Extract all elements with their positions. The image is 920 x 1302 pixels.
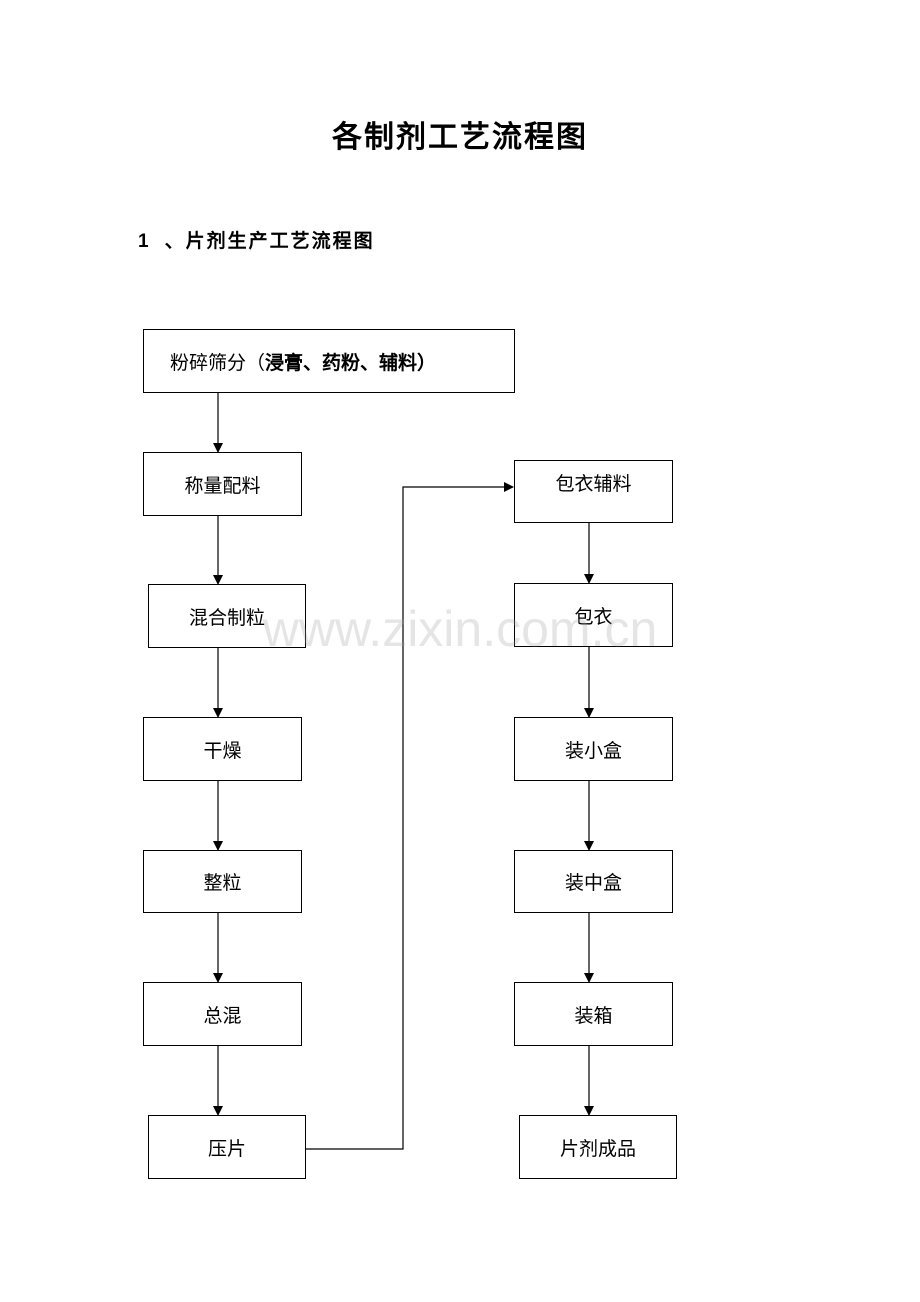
step-label-finished-tablets: 片剂成品 bbox=[559, 1137, 636, 1160]
step-box-drying: 干燥 bbox=[143, 717, 302, 781]
step-label-weighing: 称量配料 bbox=[184, 474, 261, 497]
section-heading: 1 、片剂生产工艺流程图 bbox=[138, 226, 375, 253]
step-label-sizing: 整粒 bbox=[203, 872, 242, 894]
step-box-coating: 包衣 bbox=[514, 583, 673, 647]
step-box-weighing: 称量配料 bbox=[143, 452, 302, 516]
step-label-medium-box-packing: 装中盒 bbox=[564, 872, 622, 894]
step-label-small-box-packing: 装小盒 bbox=[564, 739, 622, 762]
step-box-small-box-packing: 装小盒 bbox=[514, 717, 673, 781]
section-number: 1 bbox=[138, 231, 151, 252]
step-label-tableting: 压片 bbox=[207, 1137, 246, 1160]
step-box-crushing-sieving: 粉碎筛分（浸膏、药粉、辅料） bbox=[143, 329, 515, 393]
step-label-crushing-sieving: 粉碎筛分（ bbox=[170, 351, 266, 374]
arrow-s7-s8 bbox=[306, 482, 514, 1150]
step-label-final-mixing: 总混 bbox=[203, 1004, 242, 1027]
step-box-sizing: 整粒 bbox=[143, 850, 302, 913]
step-label-drying: 干燥 bbox=[203, 739, 242, 762]
step-label-carton-packing: 装箱 bbox=[574, 1004, 613, 1027]
step-label-coating-materials: 包衣辅料 bbox=[555, 473, 632, 495]
step-label-crushing-sieving-materials: 浸膏、药粉、辅料） bbox=[265, 351, 437, 374]
step-box-coating-materials: 包衣辅料 bbox=[514, 460, 673, 523]
step-box-final-mixing: 总混 bbox=[143, 982, 302, 1046]
step-box-finished-tablets: 片剂成品 bbox=[519, 1115, 677, 1179]
step-label-coating: 包衣 bbox=[574, 605, 613, 628]
section-heading-text: 、片剂生产工艺流程图 bbox=[164, 230, 375, 252]
step-label-granulating: 混合制粒 bbox=[188, 606, 265, 629]
step-box-tableting: 压片 bbox=[148, 1115, 306, 1179]
step-box-granulating: 混合制粒 bbox=[148, 584, 306, 648]
step-box-carton-packing: 装箱 bbox=[514, 982, 673, 1046]
page-title: 各制剂工艺流程图 bbox=[332, 120, 588, 155]
step-box-medium-box-packing: 装中盒 bbox=[514, 850, 673, 913]
